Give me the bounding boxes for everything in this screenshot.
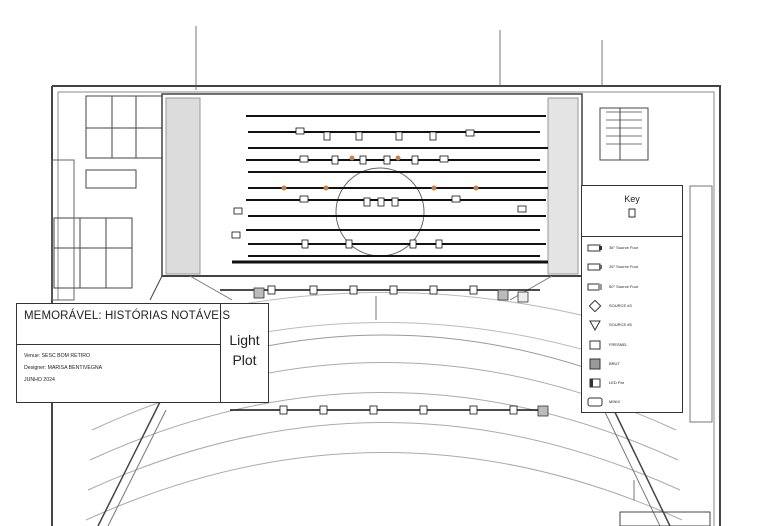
credits-box: Venue: SESC BOM RETIRO Designer: MARISA …	[17, 345, 221, 402]
venue-text: Venue: SESC BOM RETIRO	[24, 353, 91, 359]
key-item: FRESNEL	[587, 339, 679, 353]
key-item: MINIX	[587, 396, 679, 410]
plot-label-line1: Light	[229, 332, 260, 348]
key-item: BRUT	[587, 358, 679, 372]
fresnel-diamond-icon	[588, 299, 602, 312]
minix-icon	[587, 397, 603, 407]
brut-icon	[589, 358, 601, 370]
shield-lamp-icon	[589, 320, 601, 332]
key-item-label: 50° Source Four	[609, 283, 639, 289]
key-item-label: SOURCE #3	[609, 302, 632, 308]
key-item-label: MINIX	[609, 399, 621, 405]
fresnel-icon	[589, 340, 601, 349]
key-item-label: LED Par	[609, 380, 625, 386]
key-item: 50° Source Four	[587, 281, 679, 295]
plot-label-line2: Plot	[232, 352, 257, 368]
show-title: MEMORÁVEL: HISTÓRIAS NOTÁVEIS	[24, 310, 231, 322]
key-title: Key	[624, 194, 640, 204]
plot-label: Light Plot	[221, 330, 268, 370]
key-item-label: BRUT	[609, 360, 620, 366]
key-separator	[582, 236, 682, 237]
ellipsoidal-36-icon	[587, 244, 602, 252]
key-item: LED Par	[587, 377, 679, 391]
ellipsoidal-26-icon	[587, 263, 602, 271]
key-item: 36° Source Four	[587, 242, 679, 256]
key-item-label: FRESNEL	[609, 341, 628, 347]
key-item-label: SOURCE #5	[609, 322, 632, 328]
key-item: SOURCE #3	[587, 299, 679, 314]
title-block: MEMORÁVEL: HISTÓRIAS NOTÁVEIS Venue: SES…	[16, 303, 269, 403]
designer-text: Designer: MARISA BENTIVEGNA	[24, 365, 103, 371]
key-item: SOURCE #5	[587, 319, 679, 333]
key-item: 26° Source Four	[587, 261, 679, 275]
ellipsoidal-50-icon	[587, 283, 602, 291]
show-title-box: MEMORÁVEL: HISTÓRIAS NOTÁVEIS	[17, 304, 230, 345]
legend-key: Key 36° Source Four 26° Source Four 50° So…	[581, 185, 683, 413]
key-item-label: 36° Source Four	[609, 245, 639, 250]
led-par-icon	[589, 378, 601, 388]
key-fixture-icon	[628, 208, 636, 218]
key-item-label: 26° Source Four	[609, 264, 639, 270]
date-text: JUNHO 2024	[24, 377, 55, 383]
